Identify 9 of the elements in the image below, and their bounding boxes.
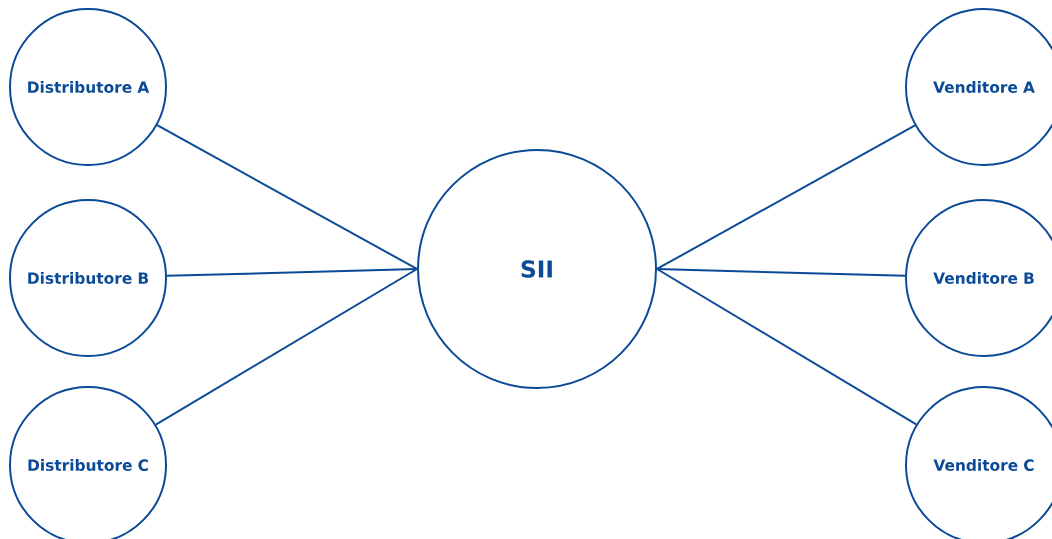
connector-line (656, 268, 918, 426)
circle-node: Distributore B (9, 199, 167, 357)
connector-line (154, 268, 418, 426)
connector-line (656, 268, 907, 277)
circle-node: SII (417, 149, 657, 389)
connector-line (156, 124, 418, 270)
connector-line (656, 124, 916, 270)
connector-line (166, 268, 418, 277)
circle-node: Distributore A (9, 8, 167, 166)
